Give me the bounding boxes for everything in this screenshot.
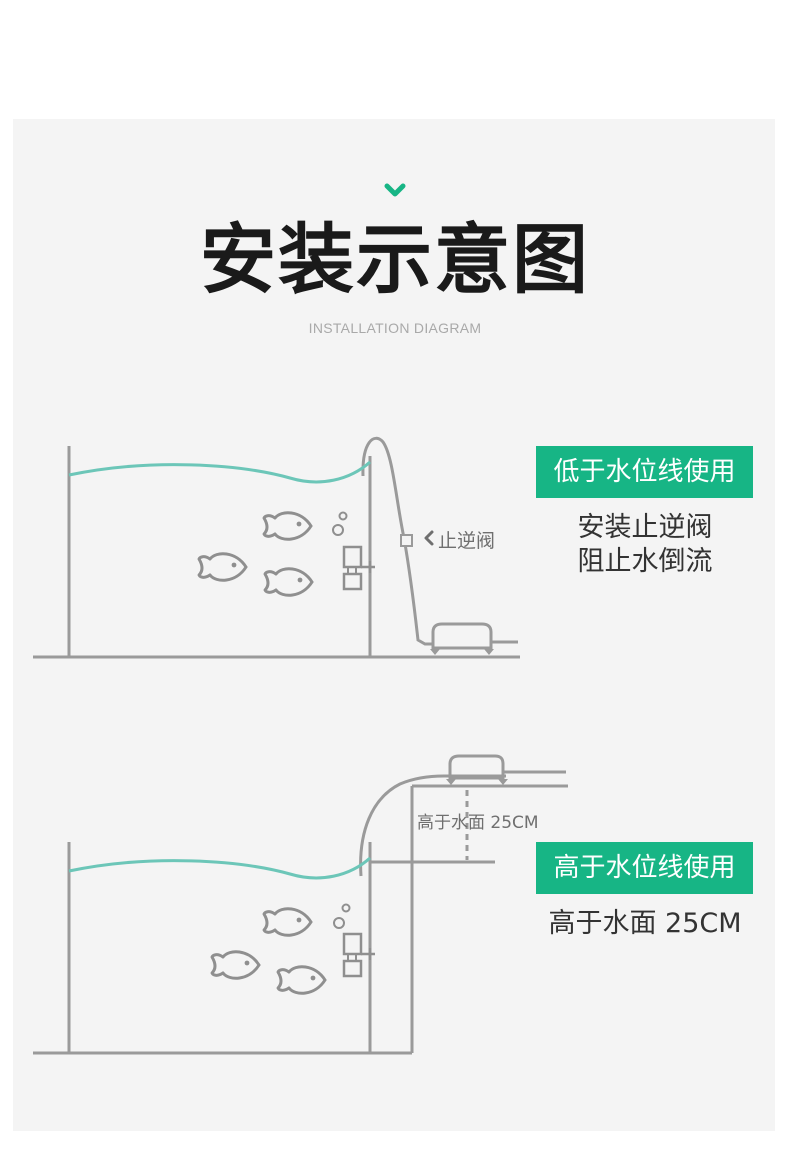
desc-line: 阻止水倒流 [577,546,713,577]
background-panel [13,119,775,1131]
page-subtitle: INSTALLATION DIAGRAM [308,320,482,336]
fish-icon [197,552,248,582]
desc-below-waterline: 安装止逆阀 阻止水倒流 [520,511,770,579]
desc-line: 安装止逆阀 [577,512,713,543]
badge-below-waterline: 低于水位线使用 [536,446,753,498]
outlet-hose [359,774,506,877]
chevron-left-icon [424,530,434,546]
diagram-below-waterline [33,436,520,659]
desc-above-waterline: 高于水面 25CM [548,908,742,939]
fish-icon [262,907,313,937]
water-surface [68,856,372,880]
filter-unit [448,754,505,780]
chevron-down-icon [384,183,406,197]
badge-above-waterline: 高于水位线使用 [536,842,753,894]
filter-unit [431,622,493,650]
fish-icon [262,511,313,541]
fish-icon [210,950,261,980]
diagram-above-waterline [33,754,568,1055]
fish-icon [276,965,327,995]
check-valve [400,534,413,547]
page-title: 安装示意图 [200,215,590,304]
outlet-hose [361,436,433,646]
height-label: 高于水面 25CM [417,813,539,833]
fish-icon [263,567,314,597]
water-surface [68,460,372,484]
check-valve-label: 止逆阀 [438,530,496,552]
